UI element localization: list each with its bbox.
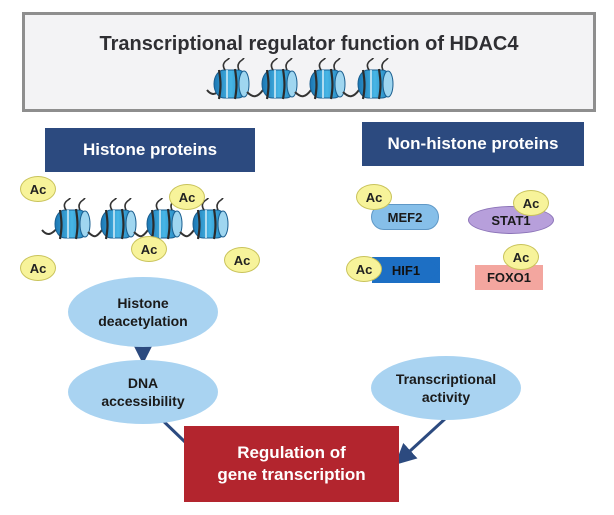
foxo1-protein: FOXO1: [475, 265, 543, 290]
hif1-label: HIF1: [391, 262, 421, 278]
acetyl-marker: Ac: [503, 244, 539, 270]
histone-proteins-header: Histone proteins: [45, 128, 255, 172]
dna-accessibility-node: DNA accessibility: [68, 360, 218, 424]
nucleosome-icon: [100, 198, 137, 240]
acetyl-marker: Ac: [513, 190, 549, 216]
acetyl-marker: Ac: [20, 255, 56, 281]
acetyl-marker: Ac: [131, 236, 167, 262]
diagram-title: Transcriptional regulator function of HD…: [99, 33, 519, 55]
acetyl-marker: Ac: [169, 184, 205, 210]
acetyl-marker: Ac: [224, 247, 260, 273]
histone-deacetylation-node: Histone deacetylation: [68, 277, 218, 347]
mef2-protein: MEF2: [371, 204, 439, 230]
arrow-activity-to-regulation: [394, 416, 448, 465]
hif1-protein: HIF1: [372, 257, 440, 283]
hif1-shape-icon: [372, 257, 440, 283]
acetyl-marker: Ac: [356, 184, 392, 210]
title-nucleosome-array-icon: [206, 58, 394, 100]
histone-nucleosome-array-icon: [41, 198, 229, 240]
transcriptional-activity-node: Transcriptional activity: [371, 356, 521, 420]
nucleosome-icon: [192, 198, 229, 240]
nucleosome-icon: [54, 198, 91, 240]
title-box: Transcriptional regulator function of HD…: [22, 12, 596, 112]
acetyl-marker: Ac: [346, 256, 382, 282]
non-histone-proteins-header: Non-histone proteins: [362, 122, 584, 166]
acetyl-marker: Ac: [20, 176, 56, 202]
nucleosome-icon: [357, 58, 394, 100]
nucleosome-icon: [213, 58, 250, 100]
nucleosome-icon: [261, 58, 298, 100]
regulation-of-gene-transcription-node: Regulation of gene transcription: [184, 426, 399, 502]
nucleosome-icon: [146, 198, 183, 240]
nucleosome-icon: [309, 58, 346, 100]
